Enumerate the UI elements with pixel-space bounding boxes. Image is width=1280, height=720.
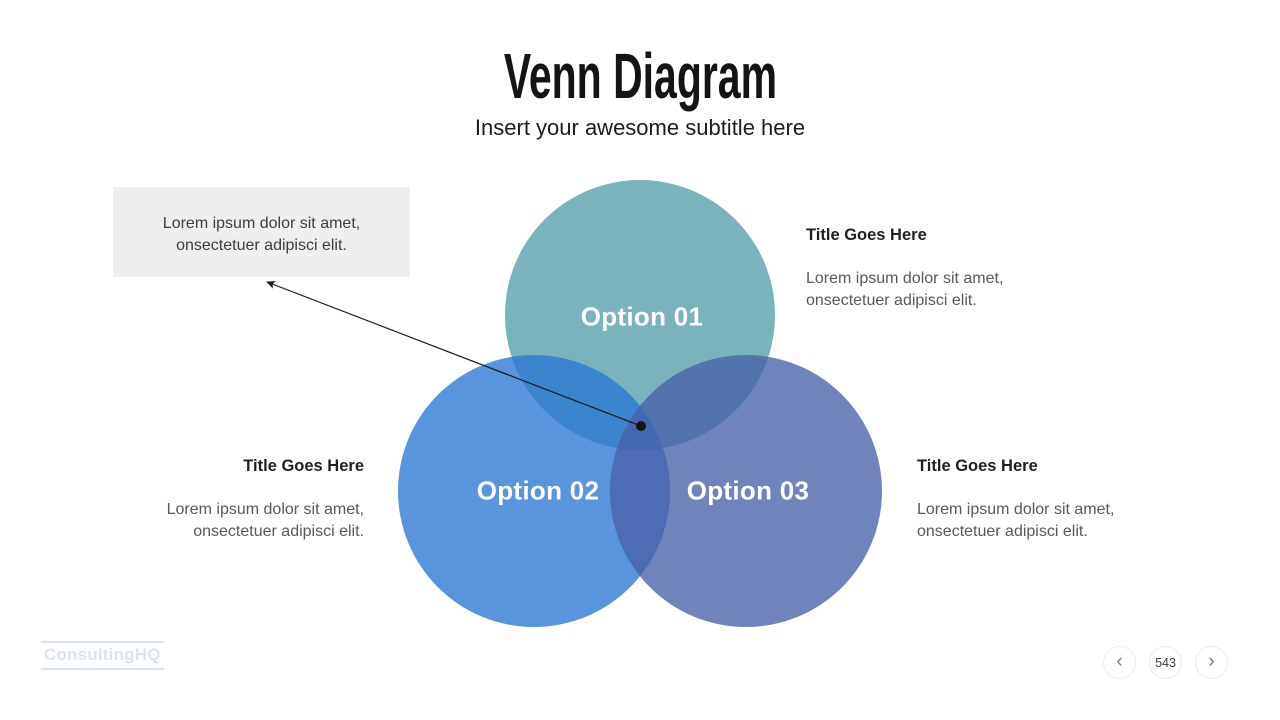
slide-navigation: ‹ 543 › (1103, 646, 1228, 679)
next-slide-button[interactable]: › (1195, 646, 1228, 679)
annotation-title: Title Goes Here (917, 457, 1038, 475)
venn-circle-option-03 (610, 355, 882, 627)
annotation-title: Title Goes Here (243, 457, 364, 475)
header: Venn Diagram (0, 44, 1280, 108)
callout-box: Lorem ipsum dolor sit amet, onsectetuer … (113, 187, 410, 277)
annotation-top-right: Title Goes Here Lorem ipsum dolor sit am… (806, 224, 1088, 312)
venn-label-option-01: Option 01 (580, 301, 704, 332)
venn-label-option-02: Option 02 (476, 475, 600, 506)
consultinghq-logo: ConsultingHQ (41, 641, 164, 670)
page-subtitle: Insert your awesome subtitle here (474, 115, 806, 140)
chevron-left-icon: ‹ (1116, 651, 1123, 672)
prev-slide-button[interactable]: ‹ (1103, 646, 1136, 679)
page-number-badge: 543 (1149, 646, 1182, 679)
venn-label-option-03: Option 03 (686, 475, 810, 506)
annotation-body: Lorem ipsum dolor sit amet, onsectetuer … (806, 270, 1004, 309)
page-title: Venn Diagram (503, 40, 777, 112)
annotation-body: Lorem ipsum dolor sit amet, onsectetuer … (166, 501, 364, 540)
chevron-right-icon: › (1208, 651, 1215, 672)
callout-text-line2: onsectetuer adipisci elit. (176, 237, 347, 254)
annotation-body: Lorem ipsum dolor sit amet, onsectetuer … (917, 501, 1115, 540)
callout-text-line1: Lorem ipsum dolor sit amet, (162, 215, 361, 232)
page-number: 543 (1155, 655, 1176, 670)
annotation-title: Title Goes Here (806, 226, 927, 244)
annotation-right: Title Goes Here Lorem ipsum dolor sit am… (917, 455, 1199, 543)
annotation-left: Title Goes Here Lorem ipsum dolor sit am… (82, 455, 364, 543)
